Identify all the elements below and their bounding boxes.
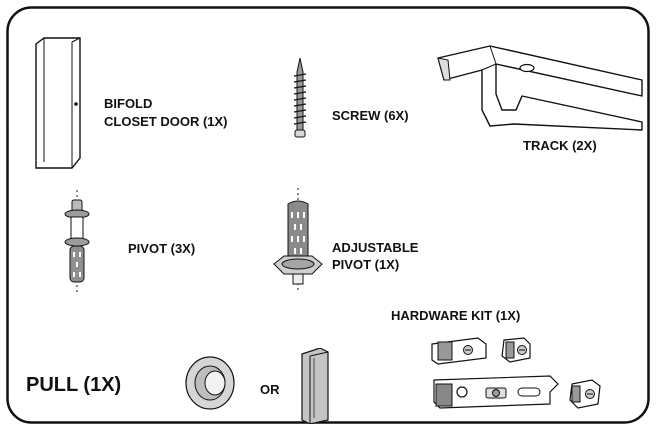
pivot-illustration xyxy=(64,190,90,294)
pull-label: PULL (1X) xyxy=(26,374,122,396)
hardware-kit-label: HARDWARE KIT (1X) xyxy=(391,308,521,323)
door-knob-icon xyxy=(74,102,78,106)
adjustable-pivot-illustration xyxy=(273,188,323,292)
adjustable-pivot-label-line1: ADJUSTABLE xyxy=(332,240,419,255)
pivot-label: PIVOT (3X) xyxy=(128,241,196,256)
hardware-kit-illustration xyxy=(431,337,601,409)
bifold-door-illustration xyxy=(35,37,81,169)
bifold-door-label-line1: BIFOLD xyxy=(104,96,153,111)
knob-pull-illustration xyxy=(185,356,235,410)
track-label: TRACK (2X) xyxy=(523,138,597,153)
track-illustration xyxy=(437,45,643,131)
or-label: OR xyxy=(260,382,280,397)
screw-illustration xyxy=(293,58,307,138)
bar-pull-illustration xyxy=(301,348,329,424)
adjustable-pivot-label-line2: PIVOT (1X) xyxy=(332,257,400,272)
screw-label: SCREW (6X) xyxy=(332,108,409,123)
bifold-door-label-line2: CLOSET DOOR (1X) xyxy=(104,114,228,129)
